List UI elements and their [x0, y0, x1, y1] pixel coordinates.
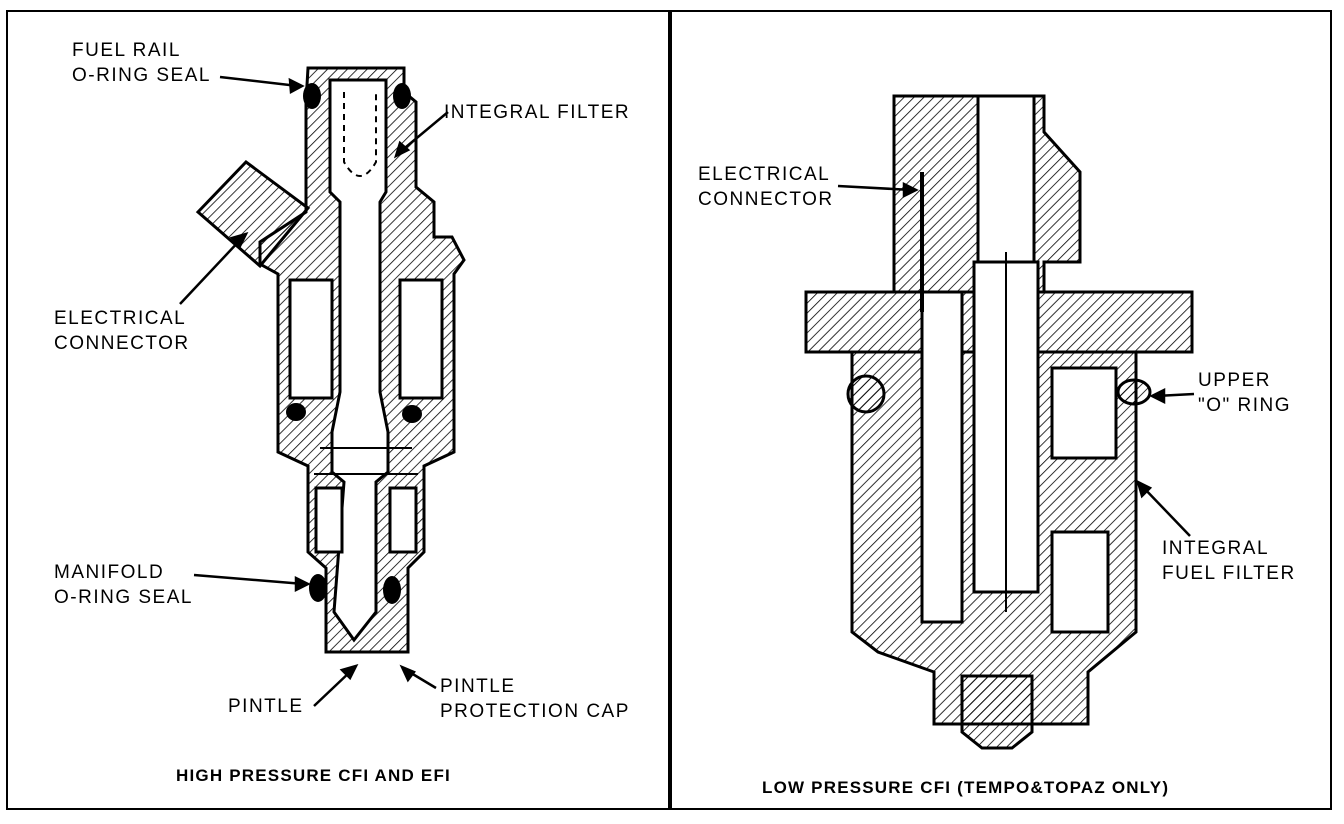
electrical-connector-label: CONNECTOR	[54, 333, 190, 354]
leader-arrows	[837, 181, 1195, 537]
pintle-cap-label: PINTLE	[440, 676, 516, 697]
injector-body	[804, 94, 1194, 750]
panel-divider	[668, 10, 672, 810]
low-pressure-injector-drawing	[804, 94, 1195, 750]
high-pressure-injector-panel: FUEL RAIL O-RING SEAL INTEGRAL FILTER EL…	[8, 12, 668, 808]
high-pressure-injector-drawing	[179, 66, 466, 707]
electrical-connector-label: ELECTRICAL	[54, 308, 187, 329]
fuel-rail-label: O-RING SEAL	[72, 65, 211, 86]
low-pressure-injector-panel: ELECTRICAL CONNECTOR UPPER "O" RING INTE…	[672, 12, 1330, 808]
left-caption: HIGH PRESSURE CFI AND EFI	[176, 766, 451, 785]
o-ring-seals	[286, 83, 422, 604]
pintle-cap-label: PROTECTION CAP	[440, 701, 630, 722]
integral-fuel-filter-label: FUEL FILTER	[1162, 563, 1296, 584]
integral-filter-label: INTEGRAL FILTER	[444, 102, 631, 123]
electrical-connector-label: CONNECTOR	[698, 189, 834, 210]
injector-body	[195, 66, 466, 654]
manifold-seal-label: O-RING SEAL	[54, 587, 193, 608]
integral-fuel-filter-label: INTEGRAL	[1162, 538, 1270, 559]
manifold-seal-label: MANIFOLD	[54, 562, 165, 583]
upper-o-ring-label: UPPER	[1198, 370, 1271, 391]
pintle-label: PINTLE	[228, 696, 304, 717]
electrical-connector-label: ELECTRICAL	[698, 164, 831, 185]
leader-arrows	[179, 75, 449, 707]
right-caption: LOW PRESSURE CFI (TEMPO&TOPAZ ONLY)	[762, 778, 1170, 797]
upper-o-ring-label: "O" RING	[1198, 395, 1292, 416]
fuel-rail-label: FUEL RAIL	[72, 40, 181, 61]
o-rings	[846, 374, 1152, 414]
